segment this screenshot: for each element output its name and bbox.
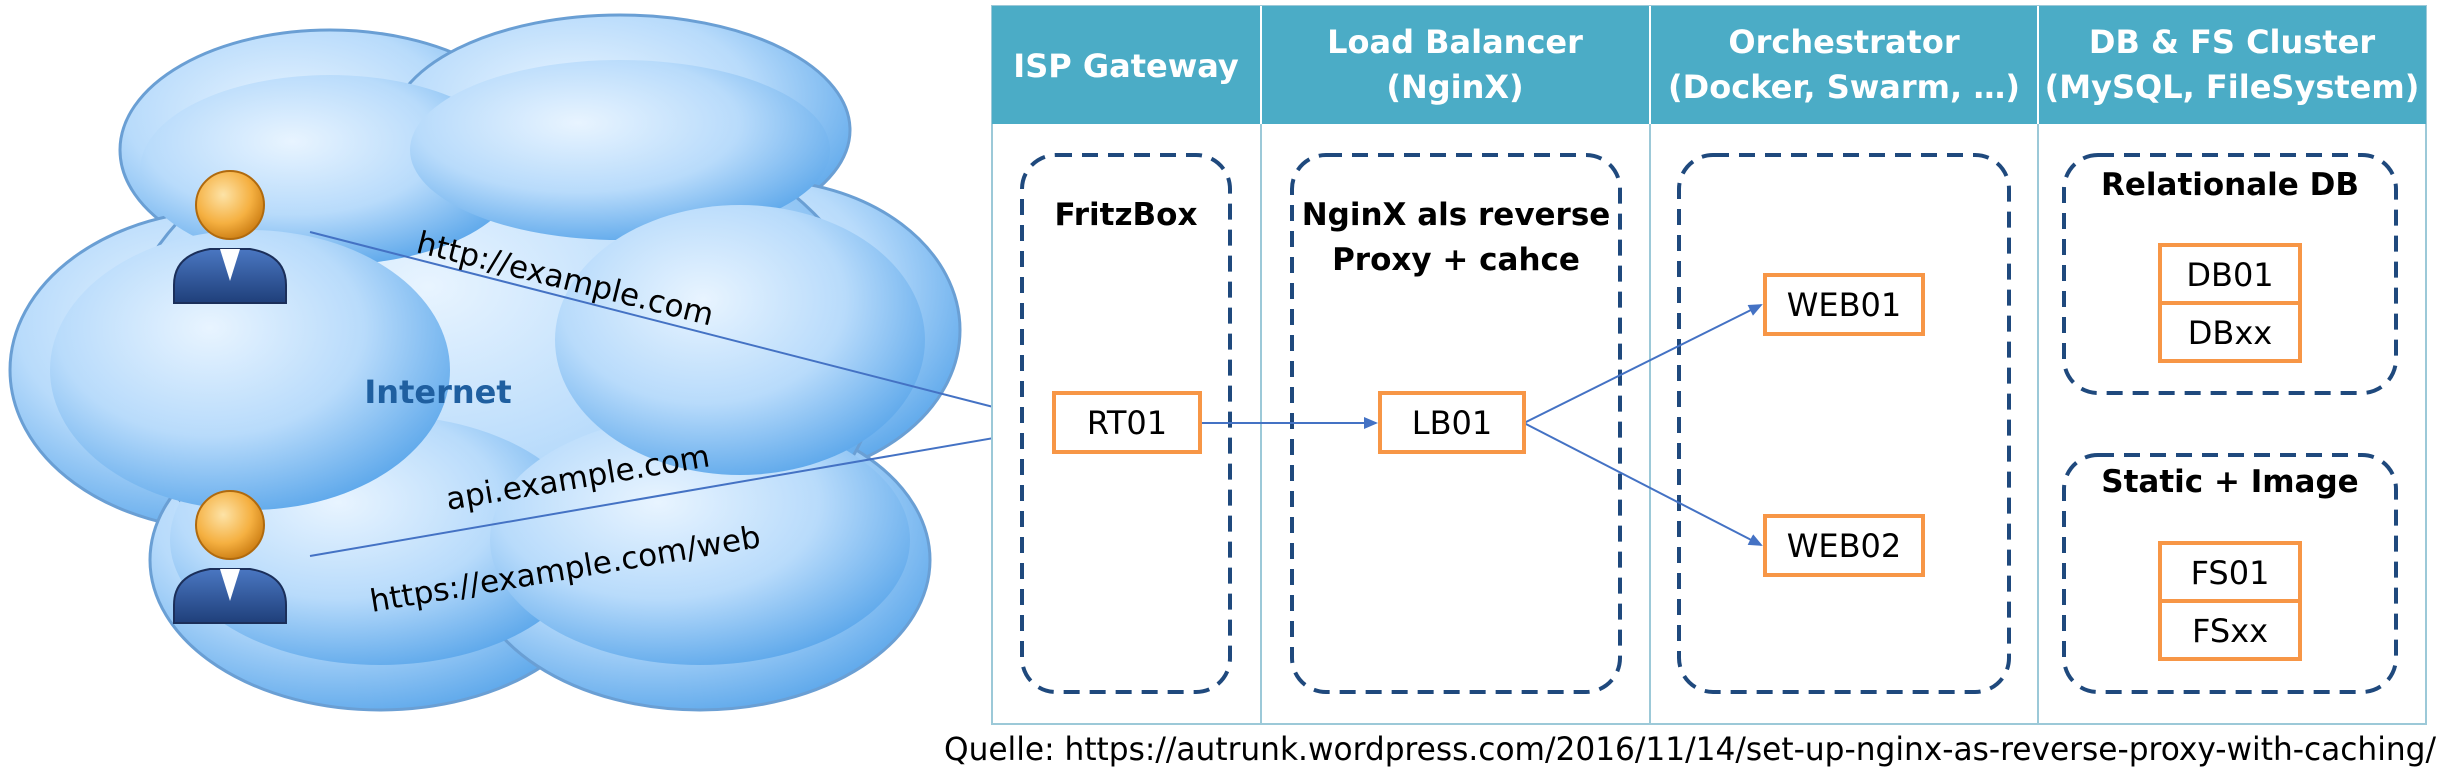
connection-line: [309, 427, 1053, 557]
group-relational-db: [2062, 153, 2398, 395]
node-label-rt01: RT01: [1087, 404, 1167, 442]
group-label-relational-db: Relationale DB: [2101, 167, 2359, 203]
column-subheader-lb: (NginX): [1386, 68, 1523, 106]
node-label-web02: WEB02: [1787, 527, 1902, 565]
header-bar: [992, 6, 2426, 124]
column-header-orchestrator: Orchestrator: [1728, 23, 1959, 61]
node-rt01: [1052, 391, 1202, 454]
column-subheader-cluster: (MySQL, FileSystem): [2045, 68, 2420, 106]
node-fsxx: [2158, 599, 2302, 661]
internet-cloud: Internet: [8, 13, 962, 712]
node-label-web01: WEB01: [1787, 286, 1902, 324]
group-label-static-image: Static + Image: [2101, 464, 2358, 500]
group-static-image: [2062, 453, 2398, 694]
node-lb01: [1378, 391, 1526, 454]
column-header-cluster: DB & FS Cluster: [2089, 23, 2375, 61]
user-icon: [173, 170, 287, 304]
node-web01: [1763, 273, 1925, 336]
node-label-db01: DB01: [2186, 256, 2273, 294]
cloud-label: Internet: [364, 373, 511, 411]
node-label-fsxx: FSxx: [2192, 612, 2268, 650]
connection-line: [309, 231, 1053, 423]
group-label-nginx-2: Proxy + cahce: [1332, 242, 1580, 278]
node-dbxx: [2158, 301, 2302, 363]
node-label-fs01: FS01: [2191, 554, 2270, 592]
column-subheader-orchestrator: (Docker, Swarm, …): [1668, 68, 2020, 106]
node-web02: [1763, 514, 1925, 577]
group-label-fritzbox: FritzBox: [1055, 197, 1198, 233]
arrow-lb01-web01: [1523, 304, 1763, 424]
arrow-lb01-web02: [1523, 422, 1763, 546]
node-label-dbxx: DBxx: [2188, 314, 2272, 352]
user-icon: [173, 490, 287, 624]
source-citation: Quelle: https://autrunk.wordpress.com/20…: [944, 730, 2436, 768]
node-label-lb01: LB01: [1412, 404, 1493, 442]
group-label-nginx-1: NginX als reverse: [1302, 197, 1611, 233]
column-header-isp: ISP Gateway: [1013, 47, 1239, 85]
group-orchestrator: [1677, 153, 2011, 694]
column-header-lb: Load Balancer: [1327, 23, 1583, 61]
